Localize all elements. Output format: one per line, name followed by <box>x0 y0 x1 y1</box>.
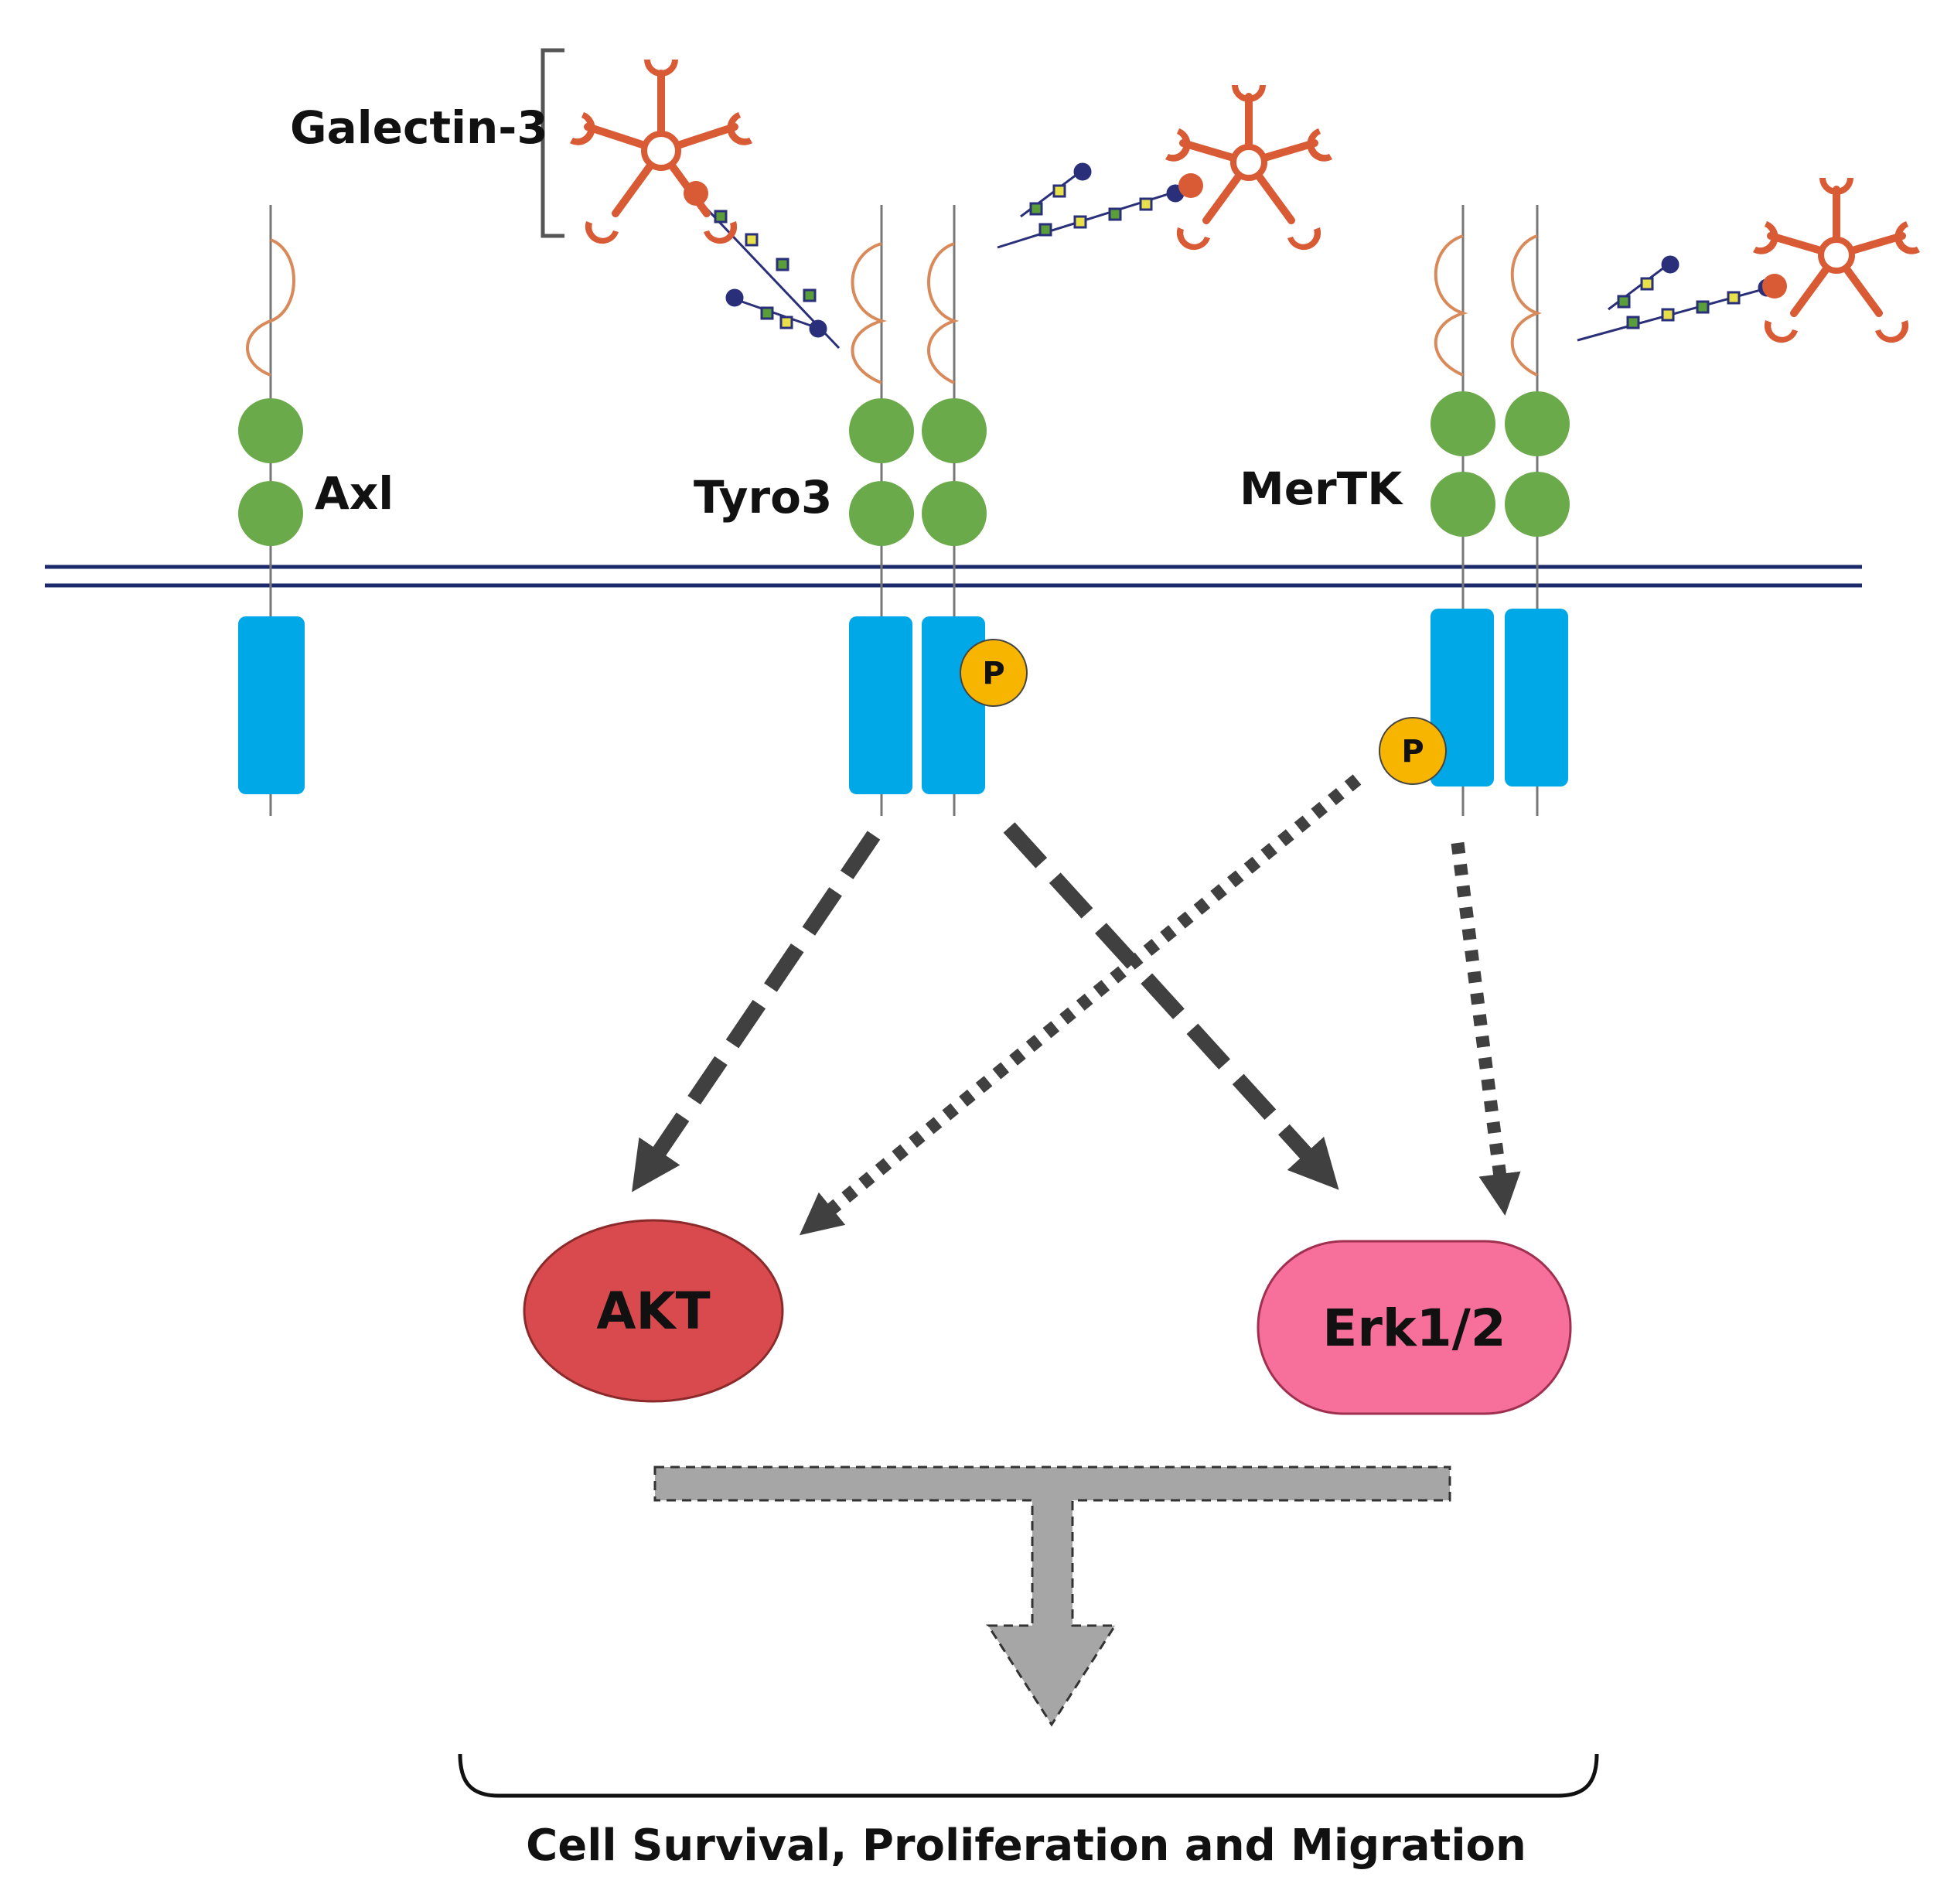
galectin-label: Galectin-3 <box>290 101 548 154</box>
mertk-to-akt-arrow <box>799 774 1362 1236</box>
galectin-bracket <box>541 48 564 238</box>
tyro3-label: Tyro3 <box>694 471 832 524</box>
axl-label: Axl <box>315 467 394 520</box>
mertk-receptor <box>1431 205 1570 816</box>
galectin-3-pentamer-icon <box>1753 178 1920 343</box>
mertk-phospho-badge: P <box>1379 717 1447 785</box>
tyro3-phospho-badge: P <box>960 639 1028 707</box>
svg-text:P: P <box>1401 734 1424 769</box>
combined-output-arrow <box>653 1466 1451 1727</box>
outcome-brace <box>458 1753 1599 1798</box>
erk-node <box>1257 1240 1572 1415</box>
tyro3-to-erk-arrow <box>1003 822 1339 1190</box>
glycan-chain-icon <box>691 162 1776 350</box>
akt-label: AKT <box>596 1281 710 1341</box>
tyro3-receptor <box>849 205 987 816</box>
akt-node <box>523 1219 784 1403</box>
svg-text:P: P <box>982 656 1004 691</box>
outcome-label: Cell Survival, Proliferation and Migrati… <box>526 1820 1526 1871</box>
mertk-label: MerTK <box>1240 462 1403 515</box>
galectin-3-pentamer-icon <box>570 60 752 244</box>
galectin-3-pentamer-icon <box>1165 85 1332 251</box>
axl-receptor <box>238 205 305 816</box>
erk-label: Erk1/2 <box>1322 1298 1506 1358</box>
mertk-to-erk-arrow <box>1451 841 1521 1216</box>
tyro3-to-akt-arrow <box>632 831 881 1193</box>
